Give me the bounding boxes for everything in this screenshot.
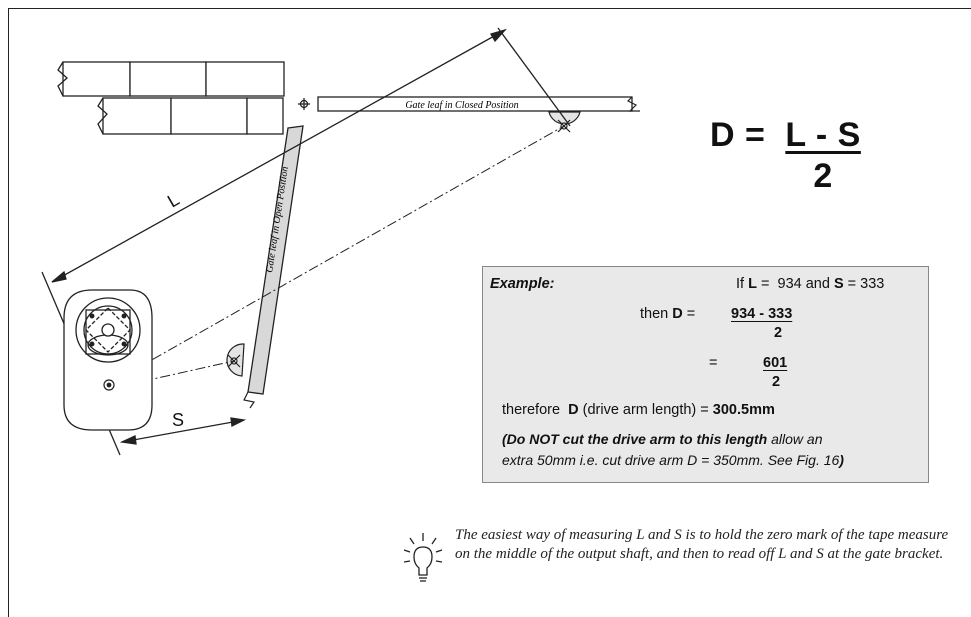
gate-leaf-open: Gate leaf in Open Position (243, 125, 304, 409)
var-L: L (748, 276, 757, 292)
example-if-line: If L = 934 and S = 333 (736, 276, 884, 292)
lightbulb-icon (403, 533, 443, 582)
note-mid: allow an (767, 431, 823, 447)
note-line2: extra 50mm i.e. cut drive arm D = 350mm.… (502, 452, 840, 468)
example-box: Example: If L = 934 and S = 333 then D =… (482, 266, 929, 483)
formula-fraction: L - S 2 (785, 116, 861, 196)
note-bold: (Do NOT cut the drive arm to this length (502, 431, 768, 447)
motor-unit (63, 289, 153, 431)
then-eq: = (686, 306, 696, 322)
label-closed-position: Gate leaf in Closed Position (405, 100, 518, 111)
example-numerator2: 601 (763, 355, 788, 371)
example-note-line2: extra 50mm i.e. cut drive arm D = 350mm.… (502, 452, 844, 468)
dimension-S: S (119, 410, 247, 445)
example-denominator2: 2 (772, 374, 781, 390)
frame-top-border (8, 8, 971, 9)
output-shaft-icon (103, 379, 115, 391)
then-prefix: then (640, 306, 669, 322)
formula-lhs: D = (710, 116, 776, 154)
example-numerator: 934 - 333 (731, 306, 793, 322)
var-D: D (672, 306, 683, 322)
example-therefore-line: therefore D (drive arm length) = 300.5mm (502, 402, 775, 418)
if-prefix: If (736, 276, 745, 292)
var-D2: D (568, 402, 579, 418)
gate-bracket-open (226, 343, 245, 377)
tip-text: The easiest way of measuring L and S is … (455, 527, 949, 562)
label-L: L (164, 189, 183, 211)
therefore-suffix: (drive arm length) = (582, 402, 709, 418)
result-value: 300.5mm (712, 402, 775, 418)
eq-934: = 934 and (760, 276, 830, 292)
brick-wall (57, 61, 285, 135)
gate-bracket-closed (548, 111, 581, 133)
note-close: ) (839, 452, 844, 468)
example-denominator: 2 (774, 325, 783, 341)
eq-333: = 333 (847, 276, 885, 292)
gate-leaf-closed: Gate leaf in Closed Position (317, 96, 640, 112)
formula-numerator: L - S (785, 116, 861, 154)
formula-denominator: 2 (813, 157, 833, 195)
var-S: S (833, 276, 844, 292)
example-then-line: then D = (640, 306, 695, 322)
label-S: S (172, 410, 184, 430)
hinge-pivot-icon (298, 98, 310, 110)
example-heading: Example: (490, 276, 555, 292)
formula: D = L - S 2 (710, 116, 861, 196)
example-note-line1: (Do NOT cut the drive arm to this length… (502, 431, 823, 447)
therefore-prefix: therefore (502, 402, 561, 418)
example-eq2: = (709, 355, 718, 371)
frame-left-border (8, 8, 9, 617)
